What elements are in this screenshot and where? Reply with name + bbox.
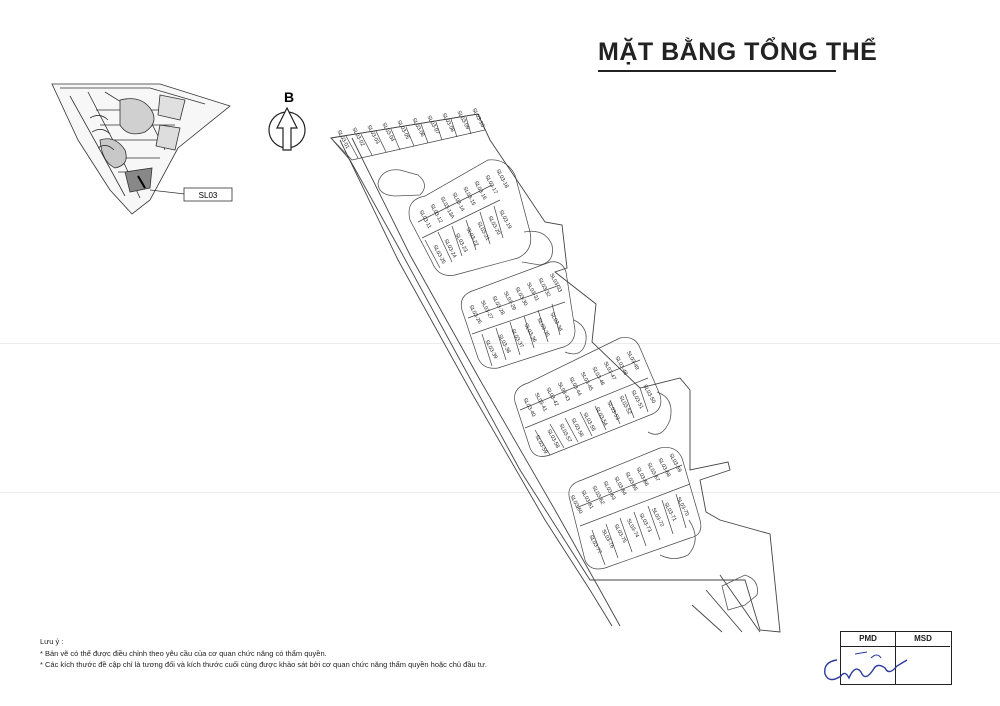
plot-label: SL03-35 [535, 317, 550, 338]
plot-label: SL03-38 [496, 334, 511, 355]
plot-label: SL03-52 [617, 395, 632, 416]
scan-artifact [0, 492, 1000, 493]
signature-col-pmd: PMD [841, 632, 896, 684]
north-label: B [284, 89, 294, 105]
plot-label: SL03-27 [479, 300, 494, 321]
plot-label: SL03-05 [395, 120, 410, 141]
plot-label: SL03-59 [533, 434, 548, 455]
plot-label: SL03-24 [442, 238, 457, 259]
plot-label: SL03-31 [525, 282, 540, 303]
block-1 [408, 159, 532, 276]
plot-label: SL03-75 [612, 523, 627, 544]
plot-label: SL03-25 [431, 244, 446, 265]
signature-header-msd: MSD [896, 632, 950, 647]
plot-label: SL03-73 [637, 513, 652, 534]
plot-label: SL03-33 [548, 273, 563, 294]
title-underline [598, 70, 836, 72]
key-plan-label: SL03 [199, 191, 218, 200]
signature-header-pmd: PMD [841, 632, 895, 647]
plot-label: SL03-44 [567, 376, 582, 397]
plot-label: SL03-42 [544, 387, 559, 408]
plot-label: SL03-56 [569, 417, 584, 438]
plot-label: SL03-36 [522, 323, 537, 344]
plot-label: SL03-21 [475, 221, 490, 242]
plot-label: SL03-34 [548, 312, 563, 333]
plot-label: SL03-40 [521, 397, 536, 418]
plot-label: SL03-70 [675, 496, 690, 517]
plot-row-top [330, 113, 486, 161]
plot-label: SL03-08 [440, 112, 455, 133]
block-3 [514, 337, 662, 457]
plot-label: SL03-07 [425, 115, 440, 136]
plot-label: SL03-41 [533, 392, 548, 413]
plot-label: SL03-54 [593, 406, 608, 427]
signature-box: PMD MSD [840, 631, 952, 685]
plot-label: SL03-06 [410, 117, 425, 138]
page-title: MẶT BẰNG TỔNG THỂ [598, 38, 878, 66]
plot-label: SL03-23 [453, 233, 468, 254]
plot-label: SL03-17 [483, 174, 498, 195]
block-4 [568, 447, 702, 570]
plot-label: SL03-43 [556, 382, 571, 403]
note-line-2: * Các kích thước đề cập chỉ là tương đối… [40, 660, 487, 669]
plot-label: SL03-39 [483, 339, 498, 360]
plot-label: SL03-71 [662, 502, 677, 523]
handwritten-signature [824, 651, 908, 681]
plot-label: SL03-32 [536, 277, 551, 298]
plot-label: SL03-12 [428, 203, 443, 224]
notes-section: Lưu ý : * Bản vẽ có thể được điều chỉnh … [40, 636, 487, 671]
block-2 [460, 261, 576, 369]
signature-col-msd: MSD [896, 632, 950, 684]
key-plan-label-box [183, 187, 233, 202]
plot-label: SL03-04 [380, 122, 395, 143]
plot-label: SL03-22 [464, 227, 479, 248]
plot-label: SL03-30 [513, 286, 528, 307]
plot-label: SL03-10 [470, 108, 485, 129]
north-arrow-icon: B [268, 89, 306, 151]
plot-label: SL03-14 [450, 192, 465, 213]
plot-label: SL03-50 [641, 384, 656, 405]
plot-label: SL03-15 [461, 186, 476, 207]
plot-label: SL03-26 [467, 304, 482, 325]
plot-label: SL03-60 [568, 494, 583, 515]
plot-label: SL03-11 [418, 209, 433, 229]
plot-label: SL03-77 [587, 534, 602, 555]
plot-label: SL03-76 [600, 529, 615, 550]
site-outline [330, 113, 781, 633]
plot-label: SL03-02 [350, 127, 365, 148]
note-line-1: * Bản vẽ có thể được điều chỉnh theo yêu… [40, 648, 327, 658]
plot-label: SL03-20 [486, 215, 501, 236]
plot-label: SL03-45 [579, 371, 594, 392]
plot-label: SL03-74 [625, 518, 640, 539]
scan-artifact [0, 343, 1000, 344]
plot-label: SL03-58 [545, 429, 560, 450]
notes-heading: Lưu ý : [40, 637, 64, 646]
road-loops [377, 169, 758, 611]
plot-label: SL03-16 [472, 180, 487, 201]
key-plan [51, 83, 231, 215]
plot-label: SL03-09 [455, 110, 470, 131]
plot-label: SL03-46 [590, 366, 605, 387]
plot-label: SL03-51 [629, 389, 644, 410]
plot-label: SL03-18 [494, 169, 509, 190]
plot-label: SL03-53 [605, 401, 620, 422]
